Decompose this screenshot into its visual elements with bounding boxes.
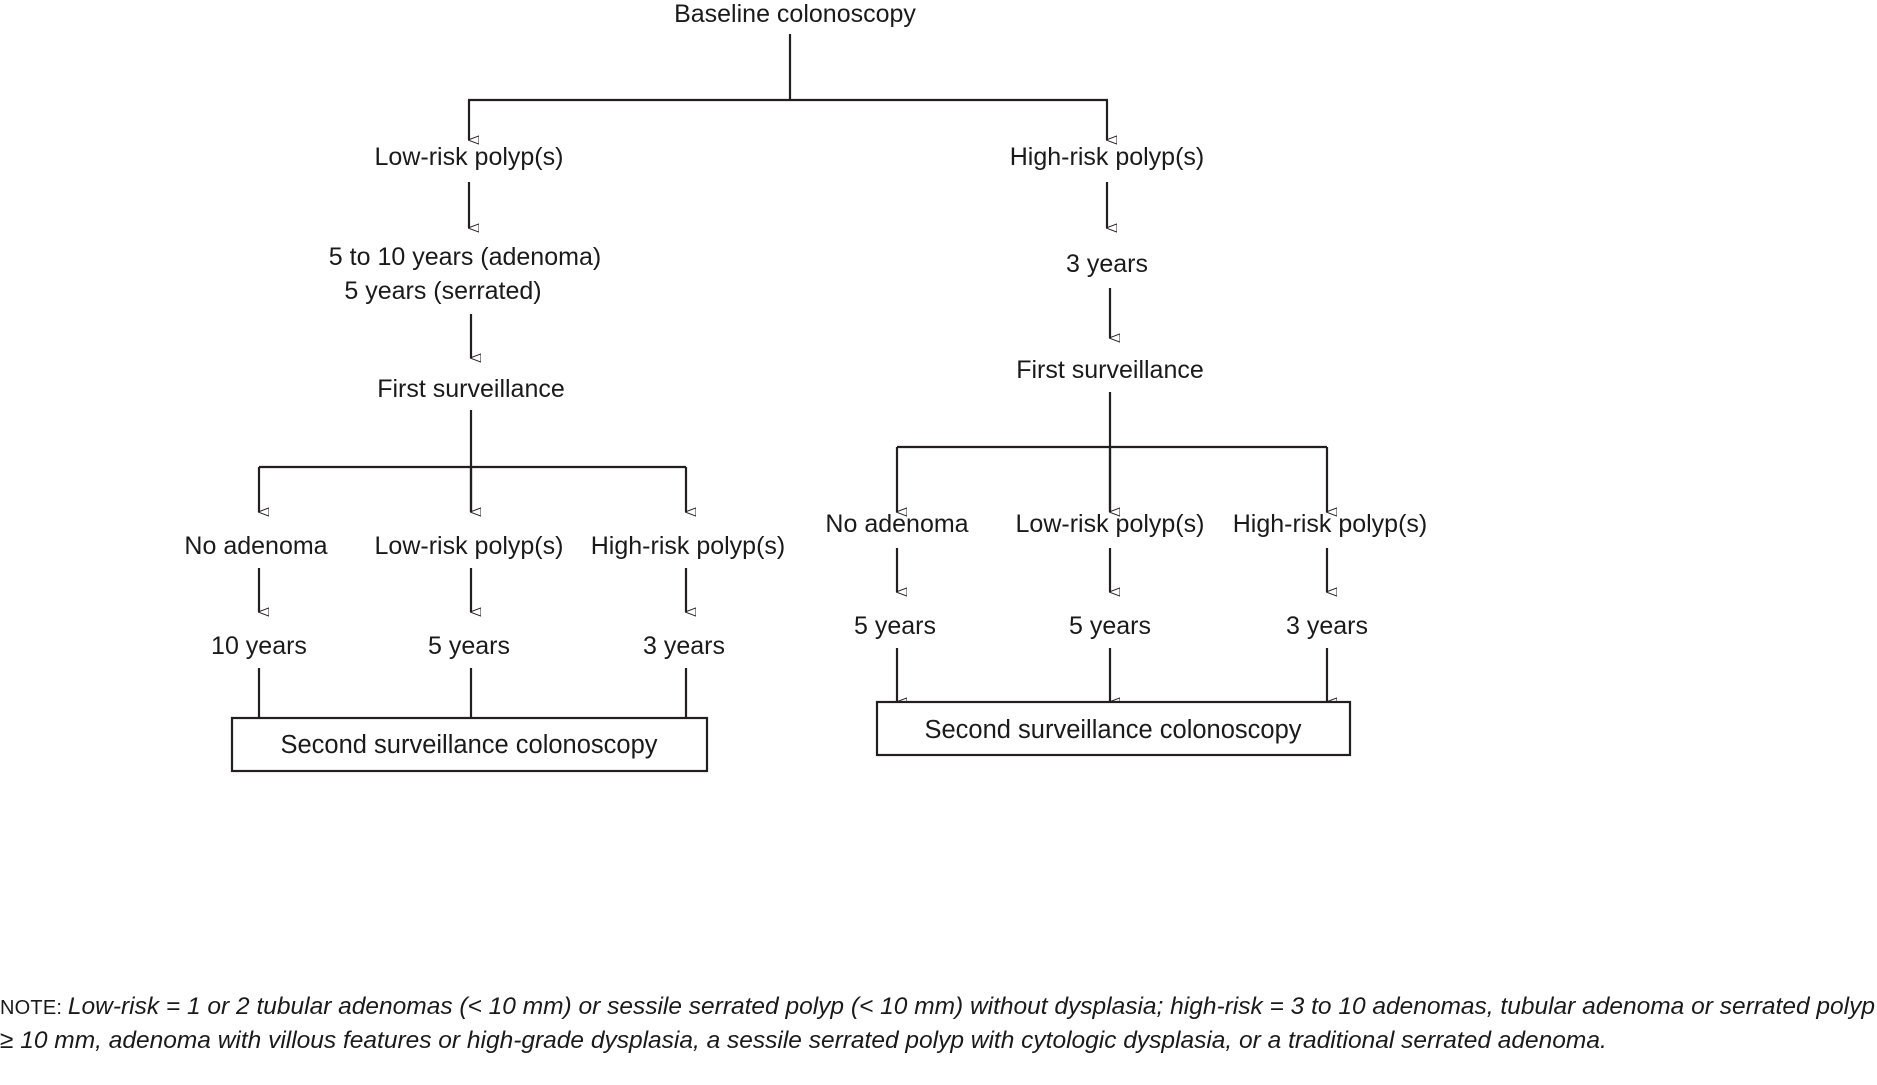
left-first-surveillance-label: First surveillance bbox=[377, 375, 565, 403]
right-outcome-0-interval: 5 years bbox=[854, 612, 936, 640]
left-outcome-0-interval: 10 years bbox=[211, 632, 307, 660]
left-outcome-1-finding: Low-risk polyp(s) bbox=[375, 532, 564, 560]
left-outcome-1-interval: 5 years bbox=[428, 632, 510, 660]
left-outcome-2-interval: 3 years bbox=[643, 632, 725, 660]
right-outcome-0-finding: No adenoma bbox=[825, 510, 968, 538]
right-outcome-1-finding: Low-risk polyp(s) bbox=[1016, 510, 1205, 538]
note-text: Low-risk = 1 or 2 tubular adenomas (< 10… bbox=[0, 993, 1875, 1054]
right-terminal-box-label: Second surveillance colonoscopy bbox=[924, 716, 1301, 744]
right-outcome-2-interval: 3 years bbox=[1286, 612, 1368, 640]
left-terminal-box bbox=[230, 716, 709, 773]
left-outcome-0-finding: No adenoma bbox=[184, 532, 327, 560]
left-interval-line1: 5 to 10 years (adenoma) bbox=[329, 243, 601, 271]
note-block: NOTE: Low-risk = 1 or 2 tubular adenomas… bbox=[0, 990, 1877, 1058]
baseline-colonoscopy-label: Baseline colonoscopy bbox=[674, 0, 916, 28]
left-outcome-2-finding: High-risk polyp(s) bbox=[591, 532, 785, 560]
left-terminal-box-label: Second surveillance colonoscopy bbox=[280, 731, 657, 759]
left-interval-line2: 5 years (serrated) bbox=[344, 277, 541, 305]
note-tag-label: NOTE: bbox=[0, 997, 68, 1019]
right-interval-line1: 3 years bbox=[1066, 250, 1148, 278]
left-risk-label: Low-risk polyp(s) bbox=[375, 143, 564, 171]
right-first-surveillance-label: First surveillance bbox=[1016, 356, 1204, 384]
right-outcome-1-interval: 5 years bbox=[1069, 612, 1151, 640]
right-risk-label: High-risk polyp(s) bbox=[1010, 143, 1204, 171]
right-terminal-box bbox=[875, 700, 1352, 757]
right-outcome-2-finding: High-risk polyp(s) bbox=[1233, 510, 1427, 538]
